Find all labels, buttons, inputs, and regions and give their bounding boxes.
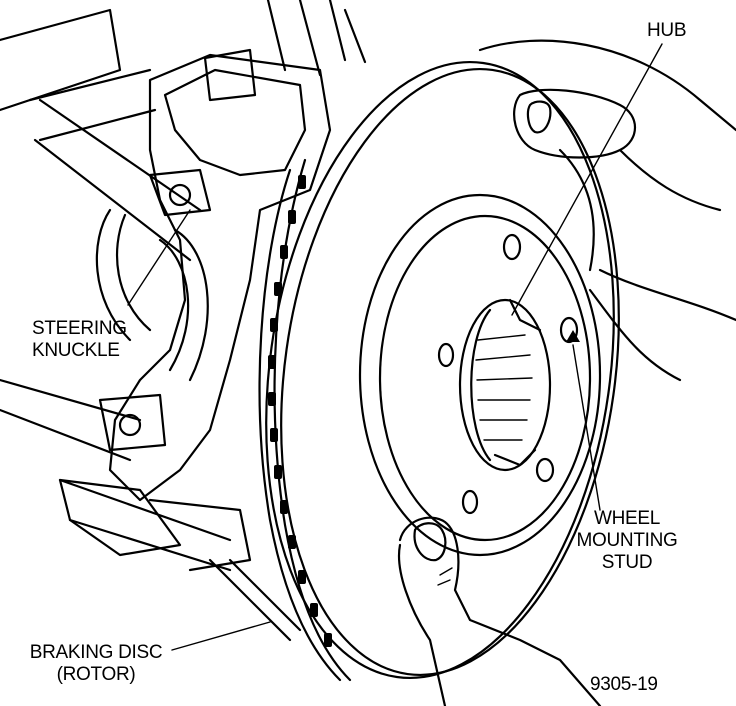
suspension-arms [0,0,367,642]
braking-disc-leader-line [171,621,271,651]
hub-leader-line [511,43,663,316]
steering-knuckle-label: STEERING KNUCKLE [32,318,127,362]
braking-disc-label-line-2: (ROTOR) [56,664,136,685]
wheel-stud-arrowhead [566,330,580,342]
braking-disc-label: BRAKING DISC (ROTOR) [16,642,176,686]
wheel-stud-leader-line [572,344,601,511]
steering-knuckle-label-line-2: KNUCKLE [32,340,120,361]
lower-hand [398,516,602,706]
braking-disc-label-line-1: BRAKING DISC [29,642,163,663]
steering-knuckle-leader-line [127,209,191,306]
wheel-mounting-stud-label: WHEEL MOUNTING STUD [562,508,692,574]
hub-label: HUB [647,20,687,41]
figure-number: 9305-19 [590,674,658,695]
wheel-mounting-stud-label-line-3: STUD [601,552,653,573]
upper-hand [478,39,736,382]
leader-lines [127,43,663,651]
hub-face [358,193,602,557]
steering-knuckle [58,48,332,572]
rotor-vent-slots [268,175,332,647]
wheel-mounting-stud-label-line-1: WHEEL [593,508,661,529]
wheel-mounting-stud-label-line-2: MOUNTING [576,530,678,551]
braking-disc-rotor [258,61,620,682]
steering-knuckle-label-line-1: STEERING [32,318,127,339]
